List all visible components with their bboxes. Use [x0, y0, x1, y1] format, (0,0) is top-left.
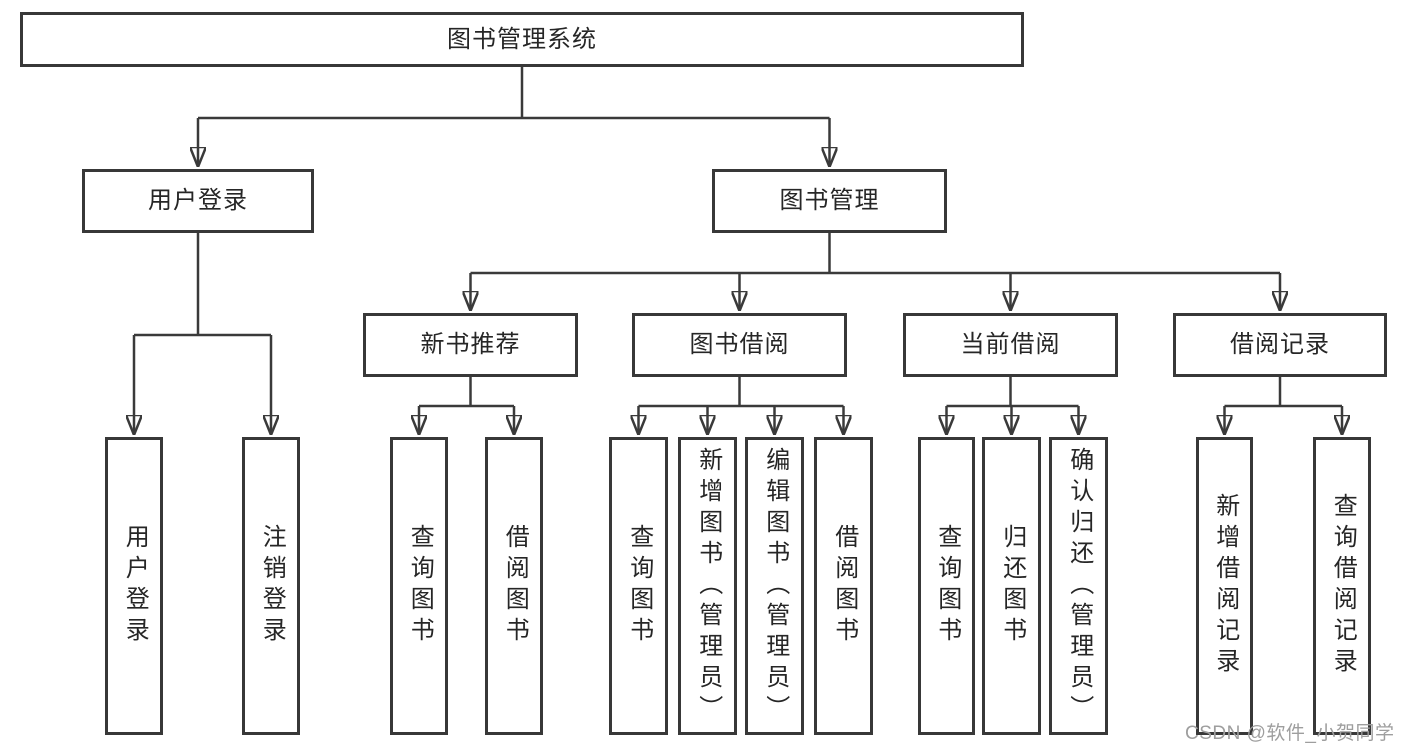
watermark: CSDN @软件_小贺同学 [1185, 723, 1395, 744]
leaf-add-books-admin: 新增图书（管理员） [678, 437, 737, 735]
leaf-query-books-borrowing: 查询图书 [609, 437, 668, 735]
leaf-query-books-current: 查询图书 [918, 437, 975, 735]
leaf-query-books-recommend: 查询图书 [390, 437, 448, 735]
leaf-borrow-books-borrowing: 借阅图书 [814, 437, 873, 735]
leaf-query-borrow-record: 查询借阅记录 [1313, 437, 1371, 735]
node-new-book-recommend: 新书推荐 [363, 313, 578, 377]
leaf-borrow-books-recommend: 借阅图书 [485, 437, 543, 735]
node-borrowing-records: 借阅记录 [1173, 313, 1387, 377]
leaf-add-borrow-record: 新增借阅记录 [1196, 437, 1253, 735]
leaf-confirm-return-admin: 确认归还（管理员） [1049, 437, 1108, 735]
node-current-borrowing: 当前借阅 [903, 313, 1118, 377]
node-book-management: 图书管理 [712, 169, 947, 233]
node-library-system: 图书管理系统 [20, 12, 1024, 67]
node-user-login: 用户登录 [82, 169, 314, 233]
leaf-user-login: 用户登录 [105, 437, 163, 735]
leaf-edit-books-admin: 编辑图书（管理员） [745, 437, 804, 735]
leaf-logout: 注销登录 [242, 437, 300, 735]
leaf-return-books: 归还图书 [982, 437, 1041, 735]
node-book-borrowing: 图书借阅 [632, 313, 847, 377]
